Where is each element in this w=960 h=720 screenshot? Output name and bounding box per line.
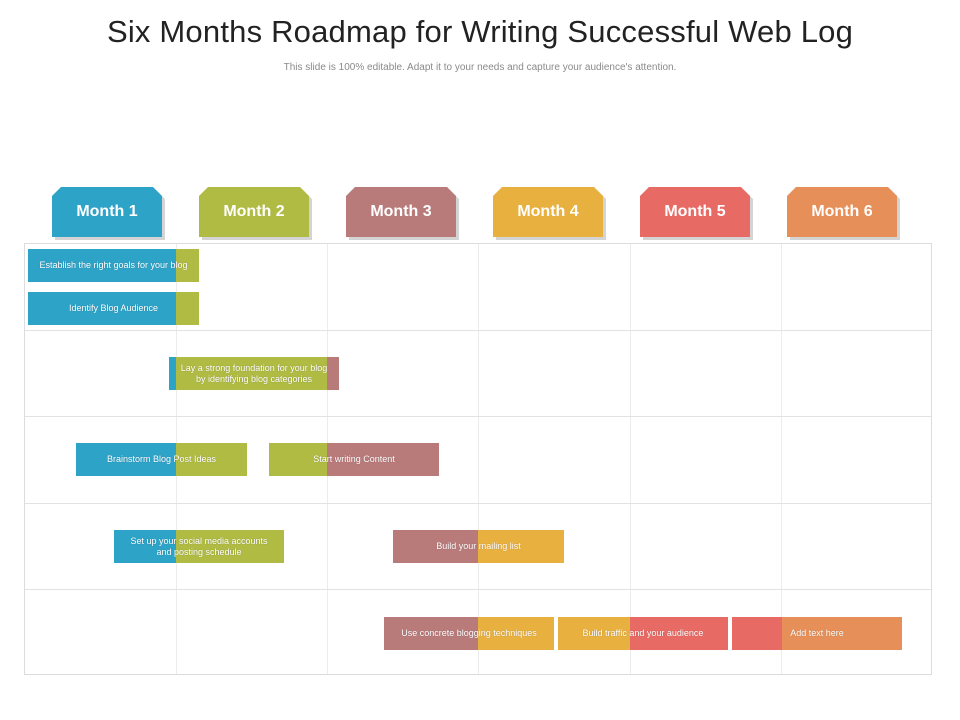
grid-row-divider <box>25 503 931 504</box>
task-bar-label: Use concrete blogging techniques <box>401 628 537 638</box>
task-bar: Use concrete blogging techniques <box>384 617 554 650</box>
grid-row-divider <box>25 416 931 417</box>
task-bar: Build your mailing list <box>393 530 564 563</box>
month-tab-6: Month 6 <box>787 187 897 237</box>
task-bar-label: Lay a strong foundation for your blog by… <box>180 362 328 384</box>
grid-row-divider <box>25 330 931 331</box>
grid-column-divider <box>630 244 631 674</box>
task-bar: Build traffic and your audience <box>558 617 728 650</box>
task-bar: Establish the right goals for your blog <box>28 249 199 282</box>
task-bar: Brainstorm Blog Post Ideas <box>76 443 247 476</box>
page-subtitle: This slide is 100% editable. Adapt it to… <box>283 62 677 73</box>
month-tab-1: Month 1 <box>52 187 162 237</box>
grid-column-divider <box>478 244 479 674</box>
task-bar-label: Start writing Content <box>313 454 395 464</box>
task-bar-label: Brainstorm Blog Post Ideas <box>106 454 217 464</box>
task-bar-label: Build your mailing list <box>436 541 521 551</box>
page-title: Six Months Roadmap for Writing Successfu… <box>106 14 854 49</box>
task-bar: Set up your social media accounts and po… <box>114 530 284 563</box>
task-bar-label: Establish the right goals for your blog <box>39 260 188 270</box>
month-tab-3: Month 3 <box>346 187 456 237</box>
grid-row-divider <box>25 589 931 590</box>
task-bar-label: Set up your social media accounts and po… <box>130 535 268 557</box>
task-bar: Identify Blog Audience <box>28 292 199 325</box>
month-tab-4: Month 4 <box>493 187 603 237</box>
task-bar-label: Identify Blog Audience <box>68 303 159 313</box>
task-bar: Start writing Content <box>269 443 439 476</box>
month-tab-5: Month 5 <box>640 187 750 237</box>
task-bar: Add text here <box>732 617 902 650</box>
task-bar-label: Add text here <box>790 628 844 638</box>
grid-column-divider <box>781 244 782 674</box>
task-bar-label: Build traffic and your audience <box>582 628 704 638</box>
task-bar: Lay a strong foundation for your blog by… <box>169 357 339 390</box>
month-tab-2: Month 2 <box>199 187 309 237</box>
